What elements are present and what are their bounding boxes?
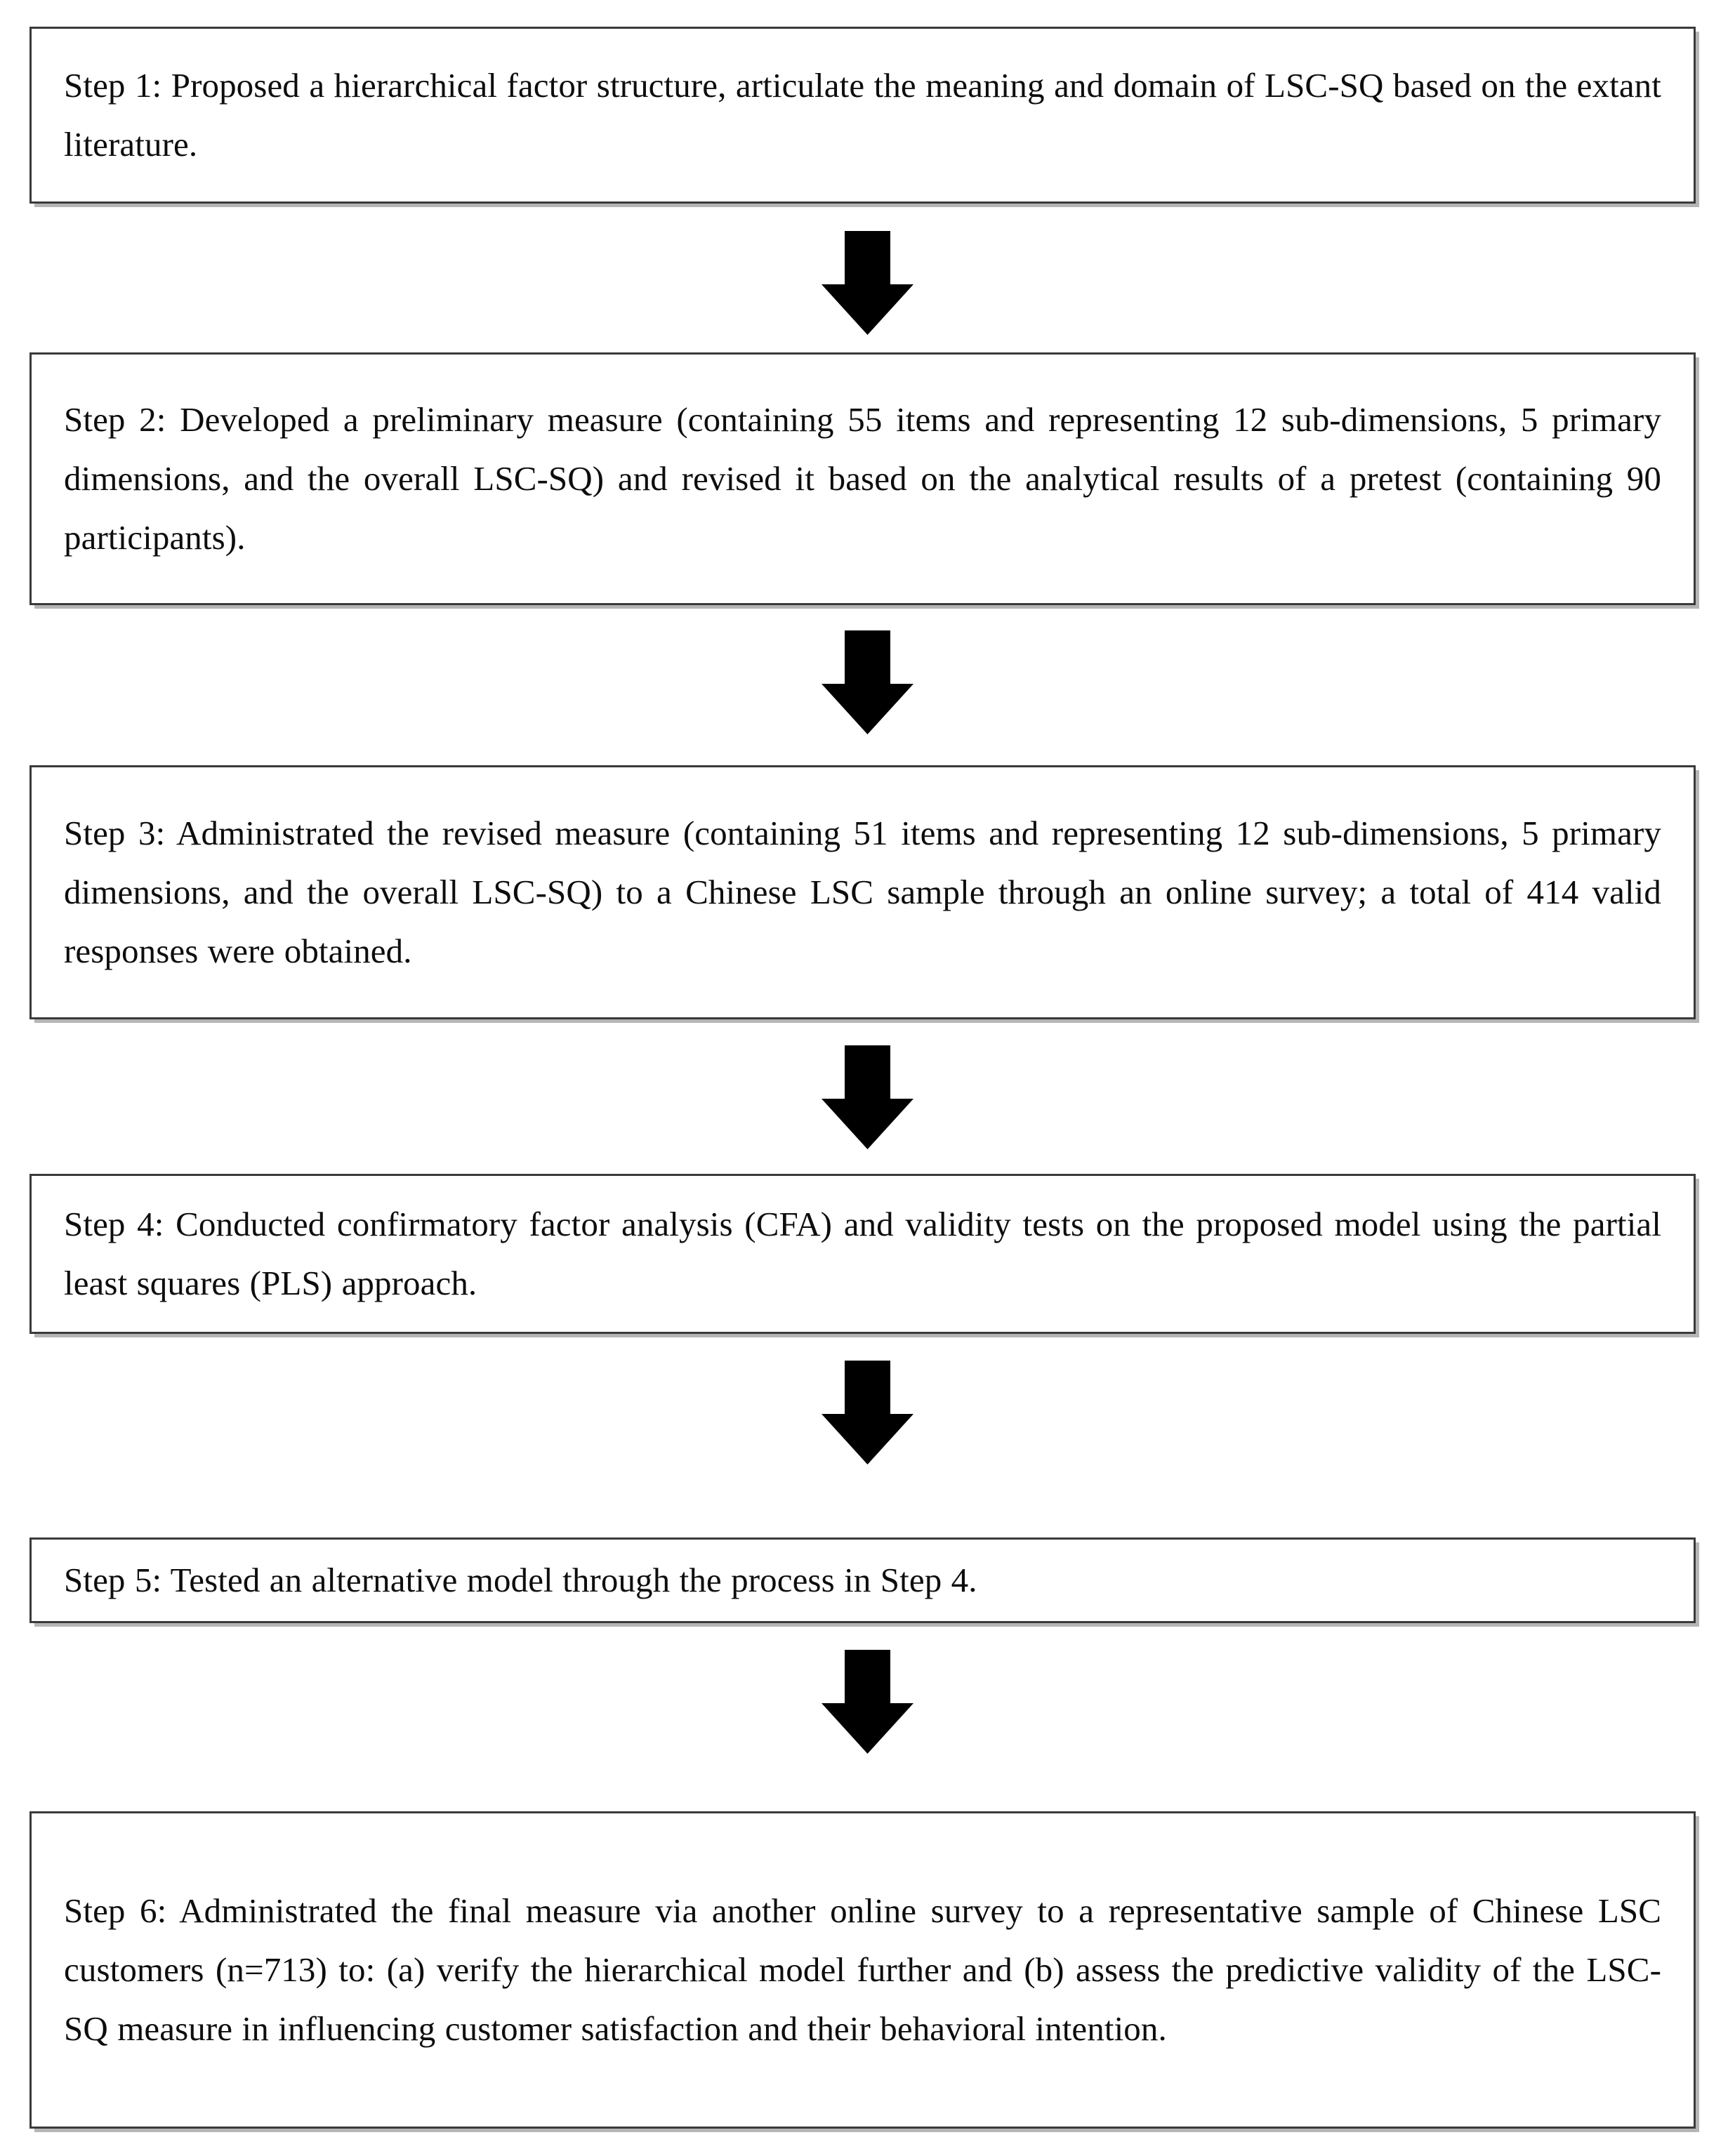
down-arrow-icon-4	[822, 1359, 913, 1466]
step-3-text: Step 3: Administrated the revised measur…	[64, 813, 1661, 971]
down-arrow-icon-5	[822, 1648, 913, 1755]
step-1-text: Step 1: Proposed a hierarchical factor s…	[64, 65, 1661, 164]
step-box-4: Step 4: Conducted confirmatory factor an…	[29, 1174, 1696, 1334]
step-box-6: Step 6: Administrated the final measure …	[29, 1811, 1696, 2129]
step-box-3: Step 3: Administrated the revised measur…	[29, 765, 1696, 1019]
down-arrow-icon-1	[822, 230, 913, 336]
step-4-text: Step 4: Conducted confirmatory factor an…	[64, 1204, 1661, 1302]
down-arrow-icon-3	[822, 1044, 913, 1151]
step-box-1: Step 1: Proposed a hierarchical factor s…	[29, 27, 1696, 204]
down-arrow-icon-2	[822, 629, 913, 736]
step-6-text: Step 6: Administrated the final measure …	[64, 1891, 1661, 2049]
step-2-text: Step 2: Developed a preliminary measure …	[64, 399, 1661, 557]
step-5-text: Step 5: Tested an alternative model thro…	[64, 1560, 977, 1599]
step-box-5: Step 5: Tested an alternative model thro…	[29, 1537, 1696, 1623]
step-box-2: Step 2: Developed a preliminary measure …	[29, 352, 1696, 605]
